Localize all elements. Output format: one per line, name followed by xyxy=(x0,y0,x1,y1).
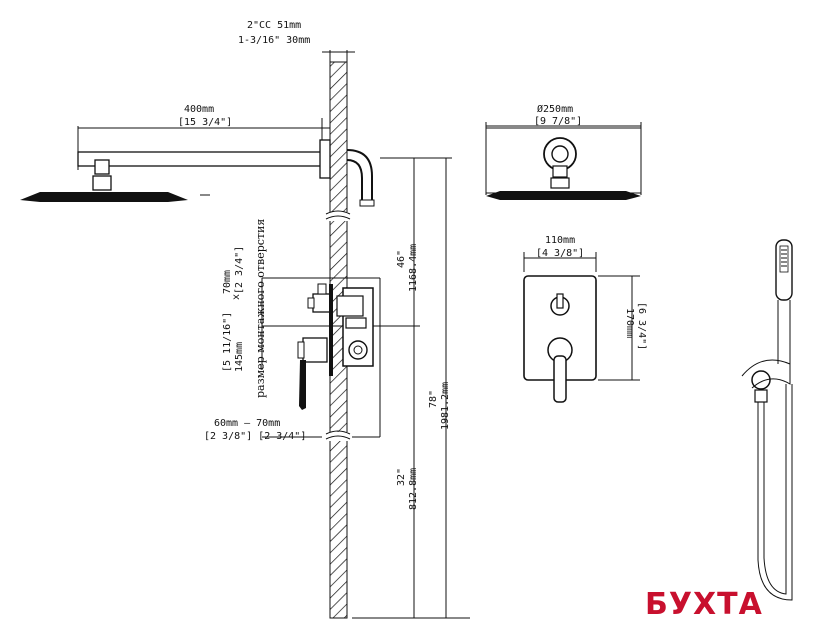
buhta-logo: БУХТА xyxy=(644,586,763,622)
plate-width-mm: 110mm xyxy=(545,235,575,246)
depth-mm: 60mm — 70mm xyxy=(214,418,280,429)
valve-height-mm: 812.8mm xyxy=(408,468,419,510)
cutout-x: x xyxy=(231,294,242,300)
head-dia-in: [9 7/8"] xyxy=(534,116,582,127)
cutout-height-mm: 145mm xyxy=(234,342,245,372)
plate-width-in: [4 3/8"] xyxy=(536,248,584,259)
cutout-width-mm: 70mm xyxy=(222,270,233,294)
cc-label-2: 1-3/16" 30mm xyxy=(238,35,310,46)
cc-dimension: 2"CC 51mm 1-3/16" 30mm xyxy=(238,20,355,62)
arm-length-mm: 400mm xyxy=(184,104,214,115)
cutout-width-in: [2 3/4"] xyxy=(234,246,245,294)
arm-length-in: [15 3/4"] xyxy=(178,117,232,128)
shower-head-front: Ø250mm [9 7/8"] xyxy=(485,103,642,200)
logo-text: БУХТА xyxy=(645,587,763,622)
height-dimensions: 46" 1168.4mm 78" 1981.2mm 32" 812.8mm xyxy=(352,157,470,619)
valve-body-side: 145mm [5 11/16"] x [2 3/4"] 70mm размер … xyxy=(204,219,381,442)
cutout-caption: размер монтажного отверстия xyxy=(254,219,267,398)
valve-plate-front: 110mm [4 3/8"] 170mm [6 3/4"] xyxy=(523,235,647,403)
hand-shower-icon xyxy=(741,239,793,601)
head-dia-mm: Ø250mm xyxy=(537,103,573,115)
mixer-handle-icon xyxy=(547,337,573,403)
total-height-in: 78" xyxy=(428,390,439,408)
cutout-height-in: [5 11/16"] xyxy=(222,312,233,372)
depth-in: [2 3/8"] [2 3/4"] xyxy=(204,431,306,442)
total-height-mm: 1981.2mm xyxy=(440,382,451,430)
arm-height-in: 46" xyxy=(396,250,407,268)
plate-height-in: [6 3/4"] xyxy=(636,302,647,350)
plate-height-mm: 170mm xyxy=(624,308,635,338)
valve-height-in: 32" xyxy=(396,468,407,486)
valve-body-icon xyxy=(297,283,374,410)
shower-arm-side: 400mm [15 3/4"] xyxy=(20,104,375,207)
shower-head-icon xyxy=(20,192,188,202)
cc-label-1: 2"CC 51mm xyxy=(247,20,301,31)
arm-height-mm: 1168.4mm xyxy=(408,244,419,292)
